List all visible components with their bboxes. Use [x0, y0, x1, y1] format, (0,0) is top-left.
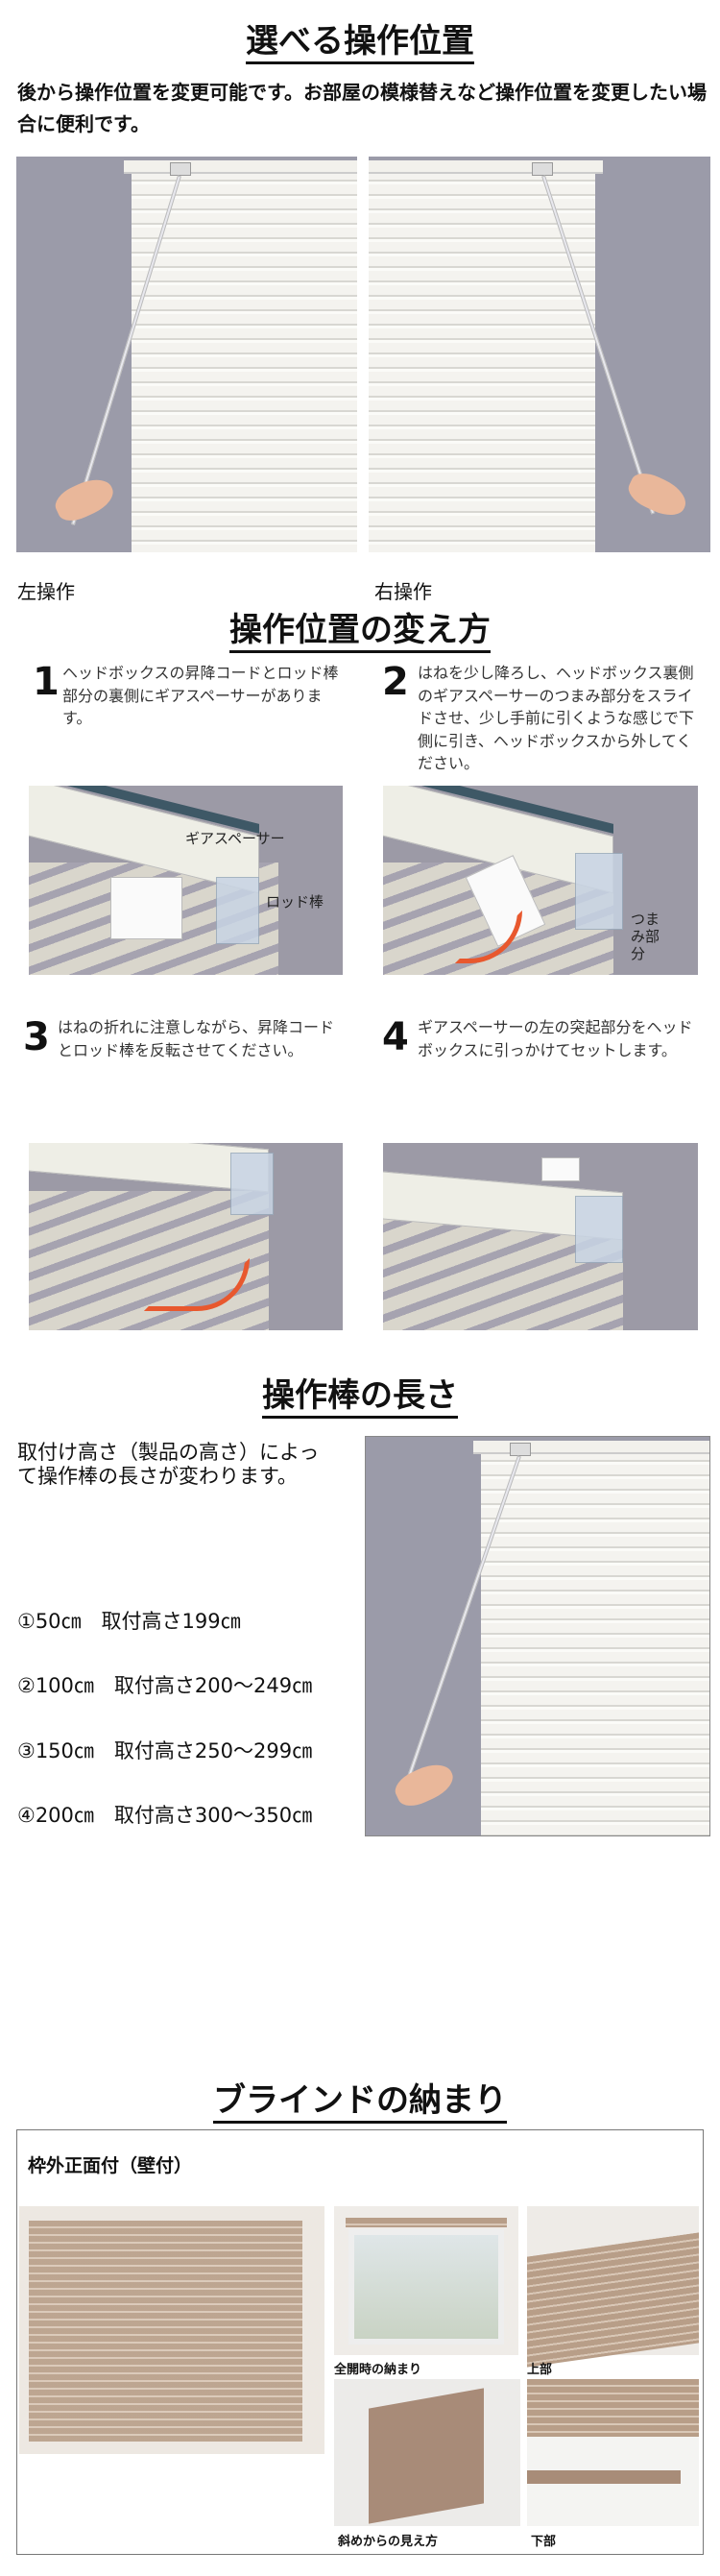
- rod-annotation: ロッド棒: [266, 893, 324, 911]
- caption-diagonal: 斜めからの見え方: [338, 2535, 439, 2549]
- fitting-box-label: 枠外正面付（壁付）: [28, 2155, 193, 2176]
- full-open-photo: [334, 2206, 518, 2355]
- wand-length-photo: [365, 1436, 710, 1836]
- gear-spacer-annotation: ギアスペーサー: [185, 830, 285, 847]
- bottom-detail-photo: [527, 2379, 699, 2526]
- caption-top: 上部: [527, 2363, 553, 2377]
- fitting-box: 枠外正面付（壁付）: [16, 2129, 704, 2555]
- step-number: 4: [382, 1015, 409, 1059]
- step1-photo: ギアスペーサー ロッド棒: [29, 786, 343, 975]
- left-operation-photo: [16, 157, 357, 552]
- caption-bottom: 下部: [531, 2535, 557, 2549]
- wand-length-item: ④200㎝ 取付高さ300～350㎝: [17, 1804, 313, 1827]
- section-description: 後から操作位置を変更可能です。お部屋の模様替えなど操作位置を変更したい場合に便利…: [17, 81, 707, 135]
- step-number: 2: [382, 660, 409, 704]
- section-title-how-to-change: 操作位置の変え方: [0, 611, 720, 653]
- right-operation-label: 右操作: [374, 580, 432, 603]
- wand-length-item: ①50㎝ 取付高さ199㎝: [17, 1610, 241, 1633]
- diagonal-view-photo: [334, 2379, 520, 2526]
- section-title-wand-length: 操作棒の長さ: [0, 1376, 720, 1419]
- step-number: 3: [23, 1015, 50, 1059]
- step2-photo: つまみ部分: [383, 786, 698, 975]
- step-text: ギアスペーサーの左の突起部分をヘッドボックスに引っかけてセットします。: [418, 1018, 693, 1059]
- knob-annotation: つまみ部分: [631, 911, 660, 962]
- wand-length-item: ②100㎝ 取付高さ200～249㎝: [17, 1674, 313, 1697]
- caption-full-open: 全開時の納まり: [334, 2363, 422, 2377]
- section-title-operation-position: 選べる操作位置: [0, 22, 720, 64]
- section-title-fitting: ブラインドの納まり: [0, 2081, 720, 2124]
- wand-length-description: 取付け高さ（製品の高さ）によって操作棒の長さが変わります。: [17, 1441, 320, 1488]
- step3-photo: [29, 1143, 343, 1330]
- step-number: 1: [33, 660, 60, 704]
- step4-photo: [383, 1143, 698, 1330]
- wand-length-item: ③150㎝ 取付高さ250～299㎝: [17, 1739, 313, 1762]
- step-text: はねの折れに注意しながら、昇降コードとロッド棒を反転させてください。: [58, 1018, 335, 1059]
- left-operation-label: 左操作: [17, 580, 75, 603]
- right-operation-photo: [369, 157, 710, 552]
- step-text: はねを少し降ろし、ヘッドボックス裏側のギアスペーサーのつまみ部分をスライドさせ、…: [418, 664, 695, 772]
- front-view-photo: [19, 2206, 324, 2454]
- top-detail-photo: [527, 2206, 699, 2368]
- step-text: ヘッドボックスの昇降コードとロッド棒部分の裏側にギアスペーサーがあります。: [62, 664, 339, 727]
